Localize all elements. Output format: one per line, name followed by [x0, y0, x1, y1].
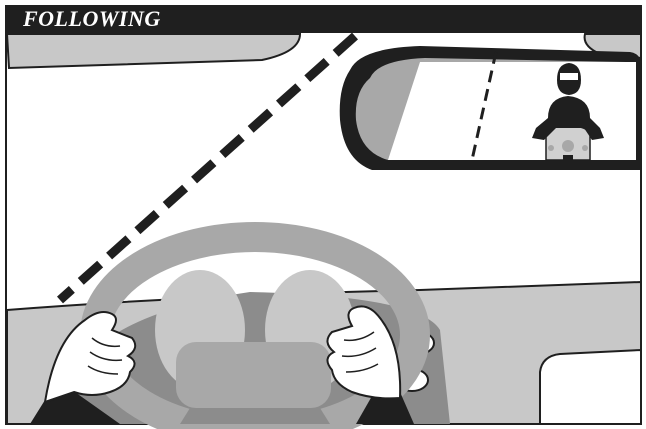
title-bar: FOLLOWING — [5, 5, 641, 33]
helmet-visor — [560, 73, 578, 80]
motorcyclist-in-mirror — [532, 63, 604, 169]
page-title: FOLLOWING — [23, 6, 161, 31]
left-hand-shape — [43, 311, 137, 404]
steering-wheel-hub — [176, 342, 331, 408]
rear-view-mirror — [339, 46, 642, 170]
motorcycle-indicator-right — [582, 145, 588, 151]
motorcycle-indicator-left — [548, 145, 554, 151]
right-hand-shape — [326, 305, 402, 400]
left-hand — [30, 311, 137, 424]
a-pillar-dashed-line — [56, 32, 359, 304]
right-hand — [326, 305, 414, 424]
steering-column — [180, 408, 330, 424]
rider-body — [532, 96, 604, 140]
left-hand-fingers — [87, 337, 123, 375]
left-sun-visor — [5, 33, 302, 70]
motorcycle-wheel — [563, 155, 573, 169]
right-hand-fingers — [341, 331, 379, 373]
glovebox-panel — [539, 348, 642, 425]
mirror-glass — [388, 62, 636, 160]
motorcycle-headlight — [562, 140, 574, 152]
right-sleeve — [356, 392, 414, 424]
